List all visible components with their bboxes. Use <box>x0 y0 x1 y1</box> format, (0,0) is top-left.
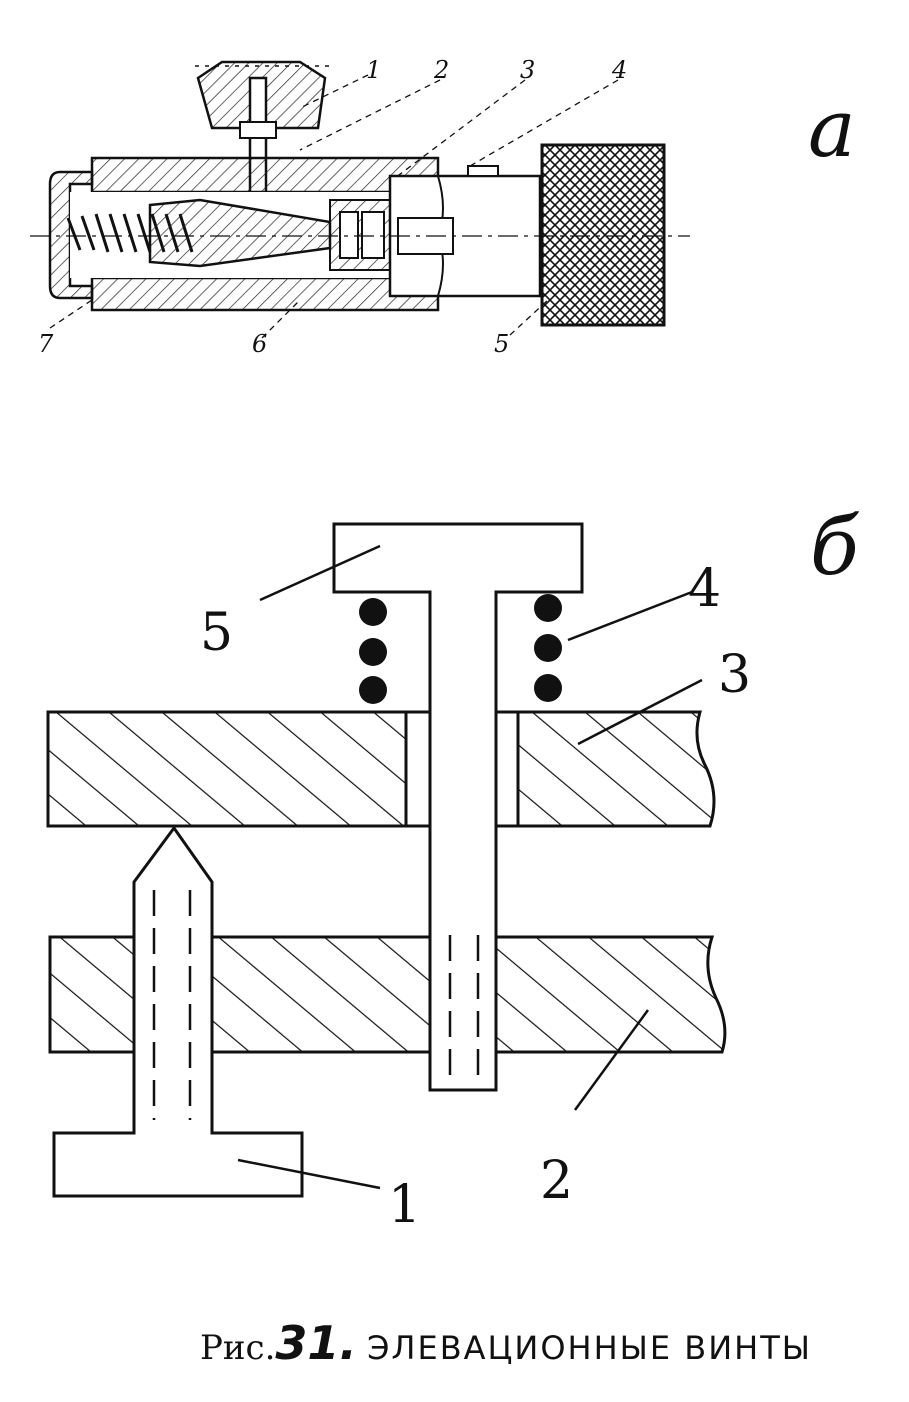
panel-a-housing-top <box>90 156 440 194</box>
panel-a-label-2: 2 <box>433 56 449 84</box>
panel-a-label-4: 4 <box>611 56 627 84</box>
panel-b-screw-5 <box>332 522 584 1092</box>
panel-a-label-5: 5 <box>494 330 509 358</box>
panel-b-label-3: 3 <box>718 645 751 705</box>
panel-a-label-1: 1 <box>366 56 381 84</box>
panel-b-screw-1 <box>52 825 304 1198</box>
panel-b-spring-4 <box>359 594 562 704</box>
panel-b-label-4: 4 <box>688 559 721 619</box>
panel-a-knob <box>540 143 666 327</box>
caption-number: 31. <box>275 1316 357 1370</box>
panel-a-letter: а <box>808 82 856 175</box>
panel-a-label-6: 6 <box>252 330 267 358</box>
panel-a-housing-bottom <box>90 276 440 312</box>
panel-b-label-5: 5 <box>200 603 233 663</box>
panel-a-drawing <box>30 60 690 339</box>
caption-prefix: Рис. <box>200 1328 276 1368</box>
panel-b-label-1: 1 <box>388 1175 421 1235</box>
panel-a-label-3: 3 <box>520 56 535 84</box>
caption-title: ЭЛЕВАЦИОННЫЕ ВИНТЫ <box>367 1329 812 1367</box>
panel-b-upper-plate <box>46 710 408 828</box>
panel-b-label-2: 2 <box>540 1151 573 1211</box>
panel-a-end-cap <box>48 170 94 300</box>
figure-caption: Рис.31. ЭЛЕВАЦИОННЫЕ ВИНТЫ <box>200 1316 880 1376</box>
panel-b-letter: б <box>810 500 860 593</box>
panel-b-drawing <box>46 522 727 1198</box>
panel-b-lower-plate <box>48 935 727 1054</box>
panel-a-label-7: 7 <box>38 330 54 358</box>
